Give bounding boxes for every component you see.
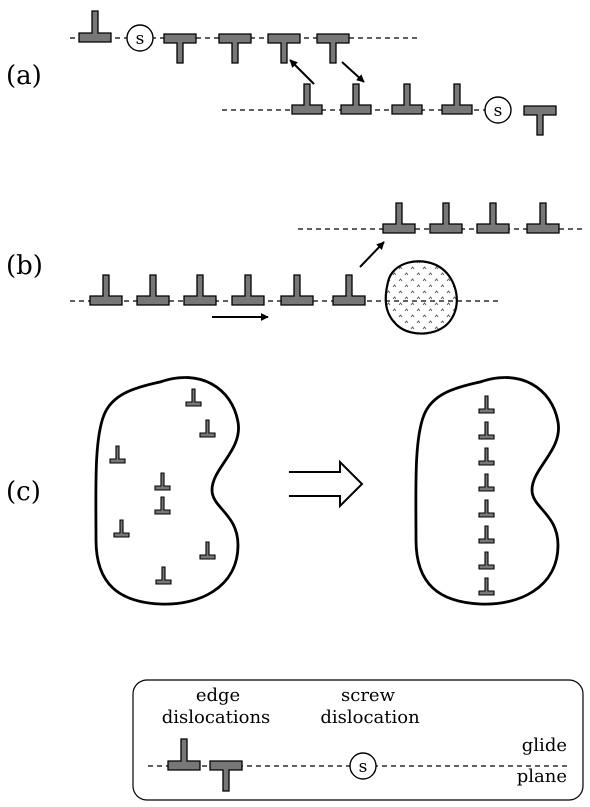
legend-glide-label: glide bbox=[522, 735, 567, 756]
edge-dislocation bbox=[89, 274, 123, 306]
edge-dislocation bbox=[78, 10, 112, 43]
edge-dislocation-small bbox=[478, 577, 495, 596]
legend-plane-label: plane bbox=[517, 766, 567, 787]
edge-dislocation-small bbox=[478, 499, 495, 518]
edge-dislocation-small bbox=[154, 496, 171, 515]
low-angle-grain-boundary bbox=[478, 395, 495, 596]
edge-dislocation bbox=[332, 274, 366, 306]
panel-c-label: (c) bbox=[6, 477, 41, 507]
edge-dislocation-inverted bbox=[316, 33, 350, 64]
legend-edge-dislocation bbox=[167, 738, 201, 771]
edge-dislocation bbox=[291, 83, 323, 115]
edge-dislocation-small bbox=[109, 445, 126, 464]
edge-dislocation bbox=[441, 83, 473, 115]
edge-dislocation bbox=[391, 83, 423, 115]
edge-dislocation-small bbox=[154, 472, 171, 491]
edge-dislocation bbox=[526, 202, 560, 234]
edge-dislocation bbox=[382, 202, 416, 234]
edge-dislocation-small bbox=[478, 473, 495, 492]
edge-dislocation-small bbox=[199, 419, 216, 438]
screw-dislocation-circle bbox=[484, 96, 512, 124]
edge-dislocation bbox=[231, 274, 265, 306]
edge-dislocation-small bbox=[478, 551, 495, 570]
legend-screw-dislocation: s bbox=[349, 752, 377, 780]
legend-screw-symbol: s bbox=[359, 757, 368, 777]
edge-dislocation-small bbox=[199, 541, 216, 560]
legend-screw-label-line2: dislocation bbox=[320, 707, 420, 728]
edge-dislocation-small bbox=[478, 447, 495, 466]
legend-screw-label-line1: screw bbox=[341, 685, 396, 706]
screw-dislocation-circle bbox=[126, 24, 154, 52]
precipitate-obstacle bbox=[384, 260, 458, 335]
climb-arrow bbox=[359, 241, 385, 268]
grain-after bbox=[414, 376, 560, 606]
edge-dislocation bbox=[136, 274, 170, 306]
edge-dislocation-inverted bbox=[523, 105, 557, 136]
edge-dislocation-small bbox=[478, 421, 495, 440]
edge-dislocation-inverted bbox=[218, 33, 252, 64]
screw-dislocation: s bbox=[484, 96, 512, 124]
edge-dislocation-small bbox=[155, 566, 172, 585]
edge-dislocation-inverted bbox=[267, 33, 301, 64]
panel-b: (b) bbox=[6, 202, 586, 335]
edge-dislocation-small bbox=[113, 519, 130, 538]
edge-dislocation-inverted bbox=[163, 33, 197, 64]
legend-screw-circle bbox=[349, 752, 377, 780]
grain-before bbox=[94, 376, 240, 606]
legend-edge-dislocation-inverted bbox=[209, 760, 243, 792]
legend-box bbox=[132, 679, 584, 801]
screw-dislocation: s bbox=[126, 24, 154, 52]
edge-dislocation bbox=[429, 202, 463, 234]
legend-edge-label-line1: edge bbox=[196, 685, 240, 706]
edge-dislocation bbox=[340, 83, 372, 115]
panel-c: (c) bbox=[6, 376, 560, 606]
panel-a: (a) s s bbox=[6, 10, 557, 136]
edge-dislocation bbox=[183, 274, 217, 306]
panel-a-label: (a) bbox=[6, 61, 42, 91]
screw-dislocation-label: s bbox=[136, 29, 145, 49]
edge-dislocation-small bbox=[478, 525, 495, 544]
screw-dislocation-label: s bbox=[494, 101, 503, 121]
legend-edge-label-line2: dislocations bbox=[162, 707, 271, 728]
edge-dislocation-small bbox=[478, 395, 495, 414]
legend: edge dislocations screw dislocation glid… bbox=[132, 679, 584, 801]
edge-dislocation-small bbox=[185, 388, 202, 407]
panel-b-label: (b) bbox=[6, 251, 43, 281]
edge-dislocation bbox=[476, 202, 510, 234]
precipitate-particle bbox=[384, 260, 458, 335]
climb-arrow-down bbox=[341, 61, 365, 83]
climb-arrow-up bbox=[289, 59, 315, 85]
edge-dislocation bbox=[280, 274, 314, 306]
transformation-arrow bbox=[289, 459, 364, 509]
